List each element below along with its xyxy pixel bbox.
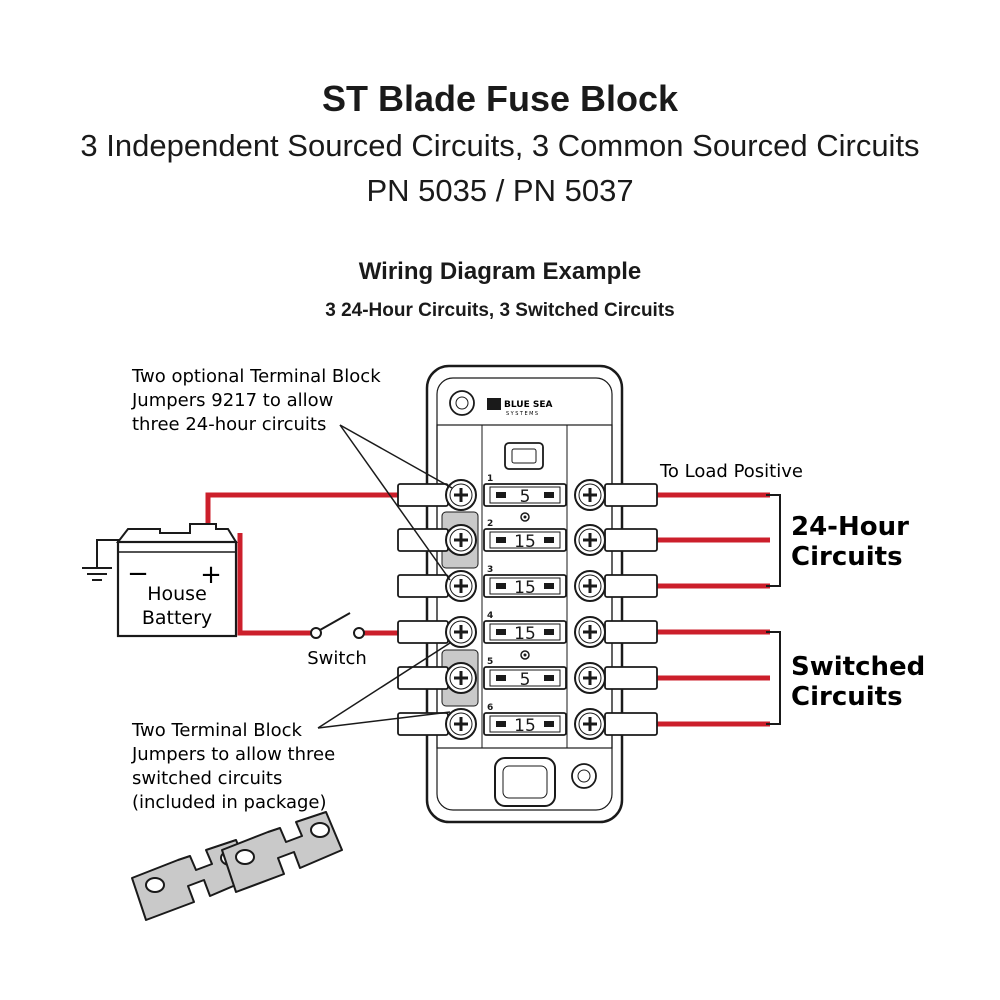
ring-lug-right	[604, 712, 658, 736]
group-switched-line1: Switched	[791, 652, 925, 682]
terminal-row-4: 15 4	[397, 611, 658, 648]
load-wires	[655, 492, 770, 727]
terminal-screw-left	[445, 479, 477, 511]
terminal-screw-left	[445, 616, 477, 648]
circuit-number: 4	[487, 611, 493, 621]
callout-included-line4: (included in package)	[132, 792, 327, 813]
blade-fuse-3[interactable]: 15	[483, 574, 567, 598]
callout-included-jumpers: Two Terminal Block Jumpers to allow thre…	[131, 642, 451, 813]
ring-lug-right	[604, 666, 658, 690]
part-numbers: PN 5035 / PN 5037	[366, 173, 634, 208]
blade-fuse-4[interactable]: 15	[483, 620, 567, 644]
ring-lug-right	[604, 620, 658, 644]
terminal-screw-left	[445, 662, 477, 694]
blade-fuse-2[interactable]: 15	[483, 528, 567, 552]
terminal-screw-right	[574, 616, 606, 648]
switch-symbol	[310, 612, 365, 639]
ring-lug-left	[397, 666, 449, 690]
callout-optional-line2: Jumpers 9217 to allow	[131, 390, 333, 411]
fuse-rating: 15	[514, 716, 536, 736]
battery-plus-icon: +	[200, 560, 222, 590]
callout-included-line3: switched circuits	[132, 768, 282, 789]
group-switched-line2: Circuits	[791, 682, 903, 712]
group-brackets	[766, 494, 781, 725]
terminal-row-1: 51	[397, 474, 658, 511]
callout-optional-jumpers: Two optional Terminal Block Jumpers 9217…	[131, 366, 453, 581]
brand-logo: BLUE SEA SYSTEMS	[487, 398, 552, 417]
terminal-screw-left	[445, 708, 477, 740]
wire-battery-to-switch	[237, 533, 312, 636]
blade-fuse-5[interactable]: 5	[483, 666, 567, 690]
circuit-number: 6	[487, 703, 493, 713]
terminal-screw-left	[445, 524, 477, 556]
fuse-rating: 15	[514, 578, 536, 598]
ring-lug-left	[397, 574, 449, 598]
callout-included-line1: Two Terminal Block	[131, 720, 303, 741]
ring-lug-left	[397, 528, 449, 552]
fuse-rating: 5	[520, 487, 531, 507]
terminal-screw-right	[574, 524, 606, 556]
fuse-rating: 15	[514, 624, 536, 644]
section-subtitle: 3 24-Hour Circuits, 3 Switched Circuits	[325, 300, 675, 321]
load-positive-label: To Load Positive	[659, 461, 803, 482]
group-24h-line2: Circuits	[791, 542, 903, 572]
battery-label-line2: Battery	[142, 607, 212, 629]
terminal-row-5: 55	[397, 657, 658, 694]
terminal-row-2: 15 2	[397, 519, 658, 556]
indicator-dot	[520, 512, 530, 522]
ring-lug-right	[604, 574, 658, 598]
circuit-number: 1	[487, 474, 493, 484]
mount-hole-top	[449, 390, 475, 416]
wires	[205, 492, 770, 727]
terminal-screw-left	[445, 570, 477, 602]
mount-hole-bottom	[571, 763, 597, 789]
brand-name: BLUE SEA	[504, 400, 552, 410]
ring-lug-right	[604, 483, 658, 507]
callout-optional-line3: three 24-hour circuits	[132, 414, 326, 435]
battery-minus-icon: −	[127, 559, 149, 589]
circuit-number: 3	[487, 565, 493, 575]
brand-sub: SYSTEMS	[506, 411, 540, 417]
terminal-row-6: 15 6	[397, 703, 658, 740]
callout-optional-line1: Two optional Terminal Block	[131, 366, 381, 387]
circuit-number: 2	[487, 519, 493, 529]
diagram-title: ST Blade Fuse Block	[321, 78, 679, 119]
section-title: Wiring Diagram Example	[358, 258, 642, 285]
ring-lug-left	[397, 620, 449, 644]
callout-included-line2: Jumpers to allow three	[131, 744, 335, 765]
house-battery: − + House Battery	[115, 523, 238, 638]
ring-lug-left	[397, 483, 449, 507]
battery-label-line1: House	[147, 583, 207, 605]
group-24h-line1: 24-Hour	[791, 512, 909, 542]
terminal-screw-right	[574, 662, 606, 694]
fuse-rating: 5	[520, 670, 531, 690]
terminal-screw-right	[574, 479, 606, 511]
switch-label: Switch	[307, 648, 367, 669]
indicator-dot	[520, 650, 530, 660]
negative-bus-window	[494, 757, 556, 807]
blade-fuse-6[interactable]: 15	[483, 712, 567, 736]
blade-fuse-1[interactable]: 5	[483, 483, 567, 507]
ring-lug-left	[397, 712, 449, 736]
jumper-part-2	[221, 811, 343, 893]
wire-battery-to-circuit-1	[205, 492, 400, 533]
terminal-screw-right	[574, 570, 606, 602]
ring-lug-right	[604, 528, 658, 552]
terminal-row-3: 15 3	[397, 565, 658, 602]
terminal-screw-right	[574, 708, 606, 740]
circuit-number: 5	[487, 657, 493, 667]
diagram-subtitle: 3 Independent Sourced Circuits, 3 Common…	[80, 128, 920, 163]
fuse-rating: 15	[514, 532, 536, 552]
